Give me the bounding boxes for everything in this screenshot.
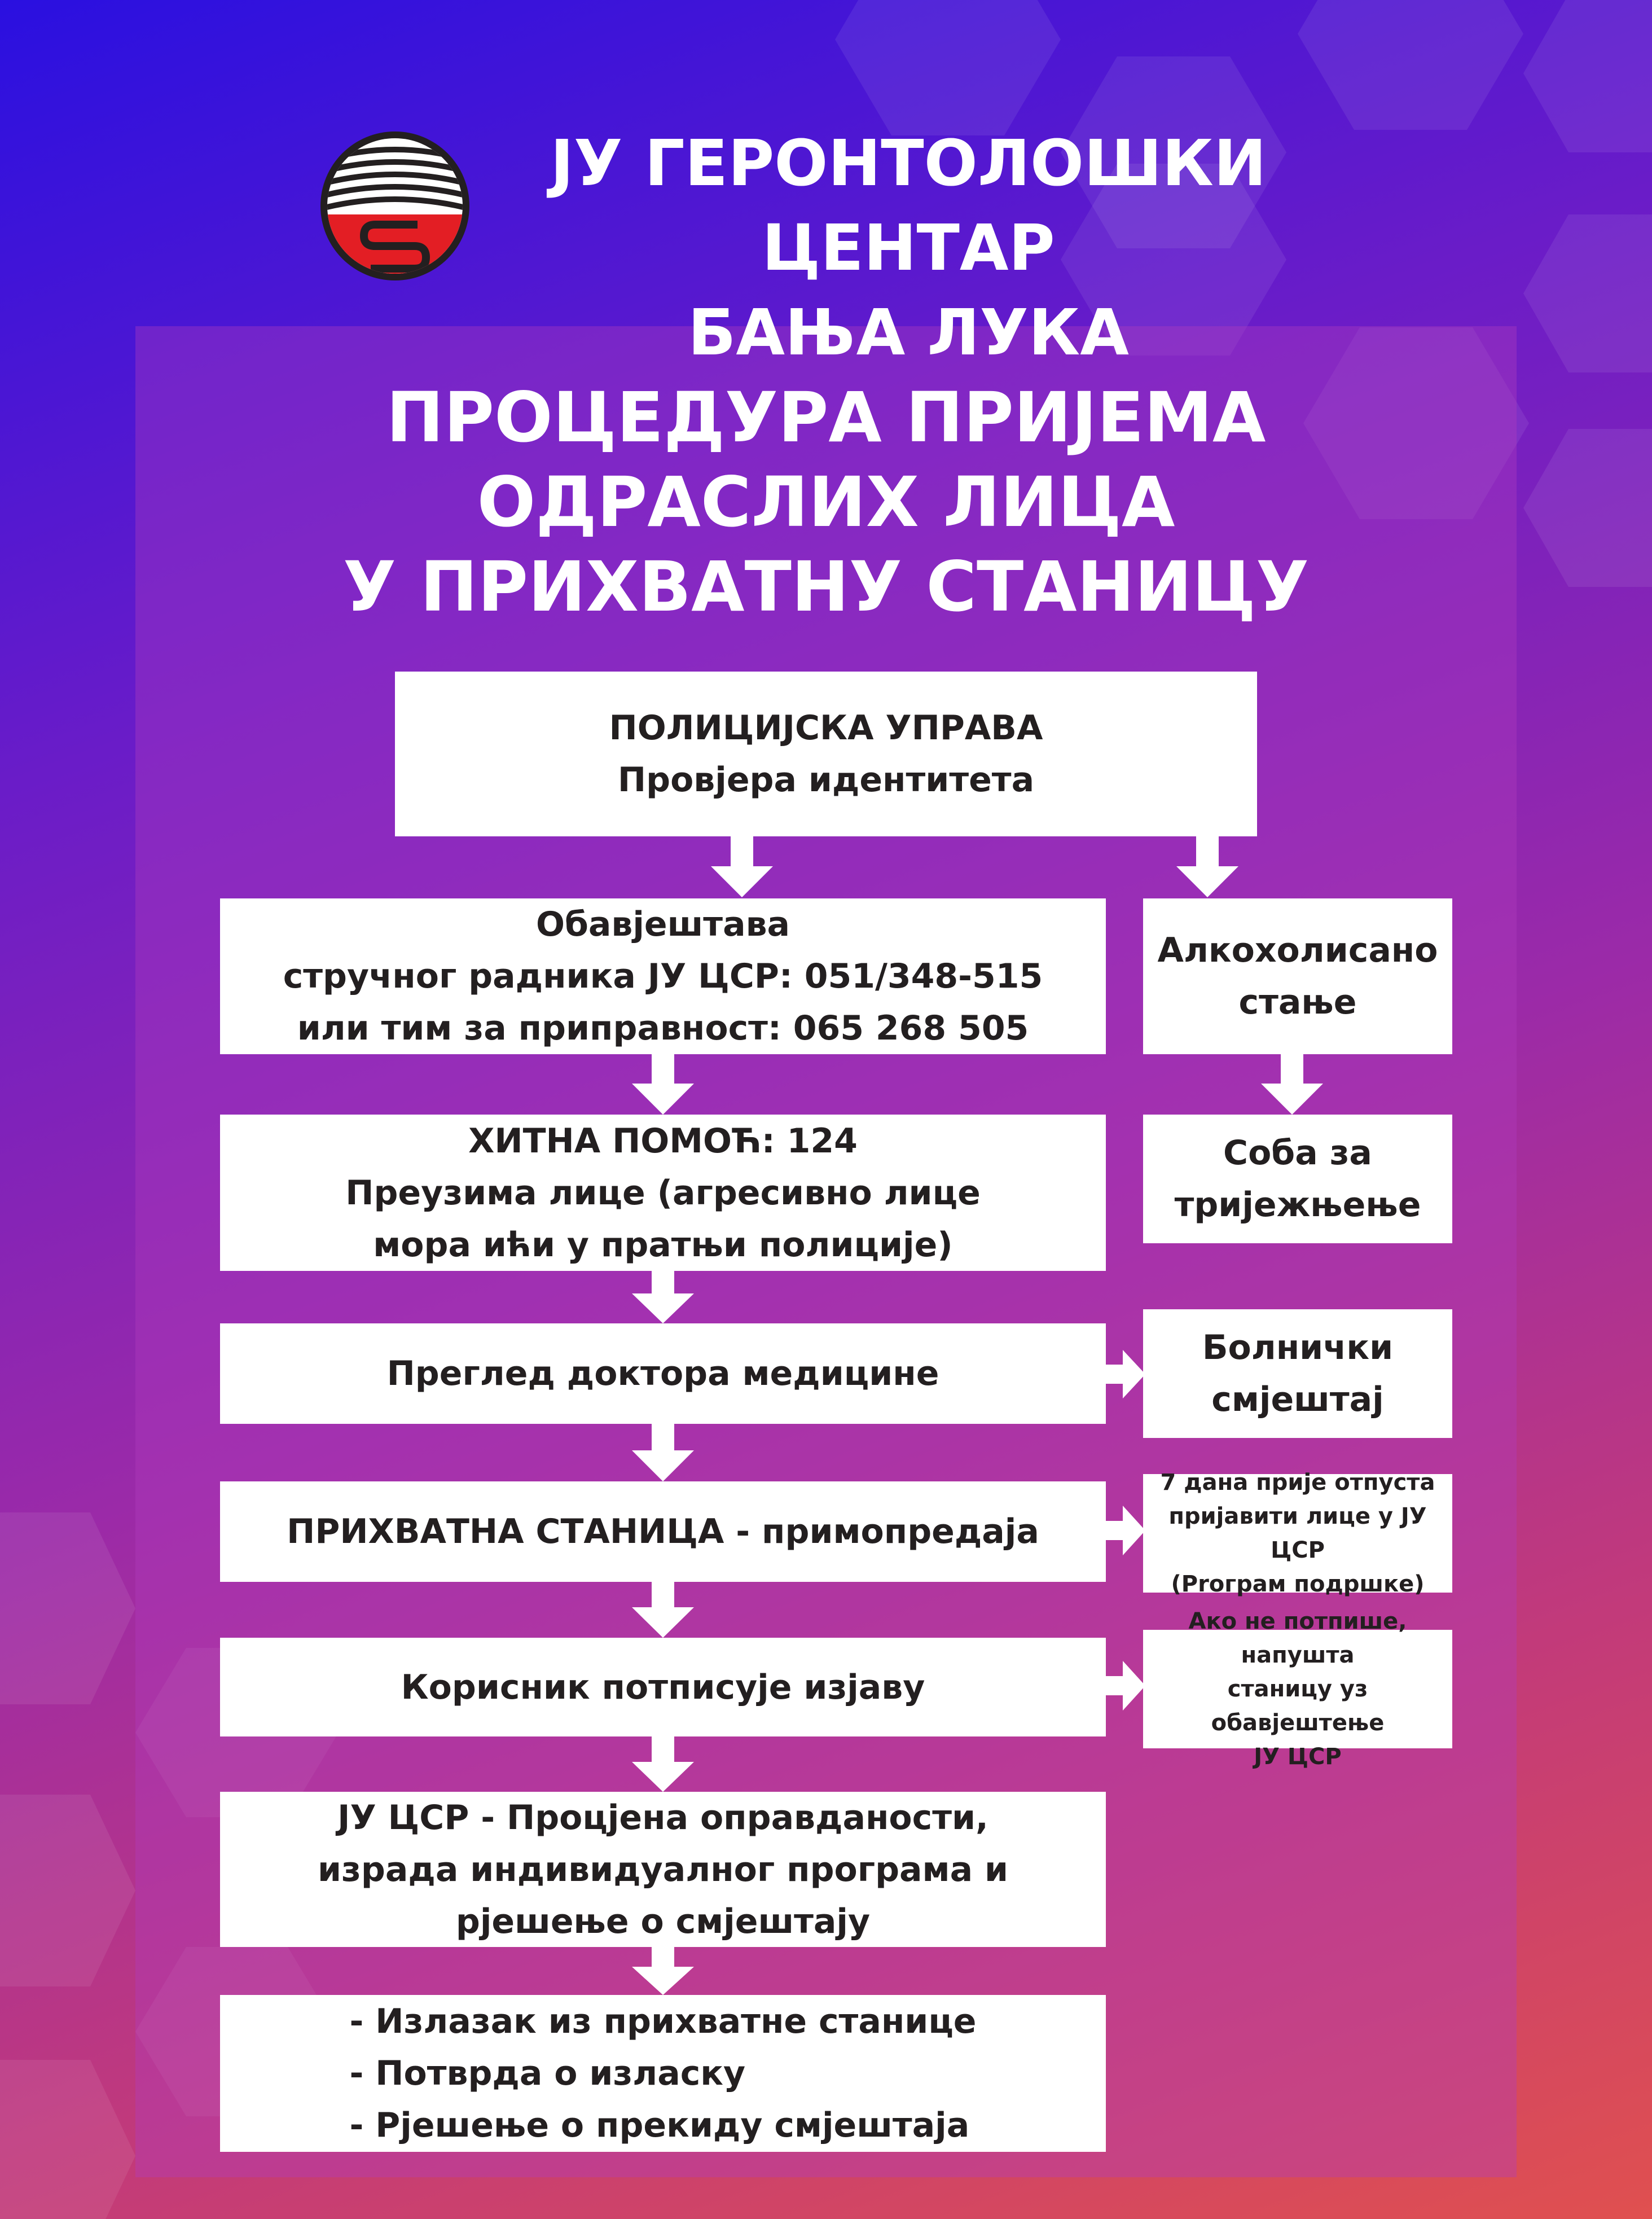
hexagon-decoration xyxy=(1523,214,1652,372)
assessment-box: ЈУ ЦСР - Процјена оправданости, израда и… xyxy=(220,1792,1106,1947)
notify-on-call-team-phone: или тим за приправност: 065 268 505 xyxy=(297,1008,1029,1048)
exit-line-3: - Рјешење о прекиду смјештаја xyxy=(349,2106,970,2145)
shelter-handover-box: ПРИХВАТНА СТАНИЦА - примопредаја xyxy=(220,1481,1106,1582)
sobering-line-2: тријежњење xyxy=(1174,1185,1421,1225)
sobering-room-box: Соба за тријежњење xyxy=(1143,1115,1452,1243)
notify-social-worker-phone: стручног радника ЈУ ЦСР: 051/348-515 xyxy=(283,957,1043,996)
sign-statement-label: Корисник потписује изјаву xyxy=(401,1667,925,1707)
ambulance-box: ХИТНА ПОМОЋ: 124 Преузима лице (агресивн… xyxy=(220,1115,1106,1271)
title-line-2: ОДРАСЛИХ ЛИЦА xyxy=(477,462,1175,542)
title-line-3: У ПРИХВАТНУ СТАНИЦУ xyxy=(342,547,1310,627)
arrow-down-icon xyxy=(632,1053,694,1115)
arrow-down-icon xyxy=(711,835,773,897)
not-signed-line-2: станицу уз обавјештење xyxy=(1211,1676,1385,1736)
gerontology-center-logo-icon xyxy=(320,131,469,280)
hexagon-decoration xyxy=(0,1512,135,1704)
sign-statement-box: Корисник потписује изјаву xyxy=(220,1638,1106,1736)
arrow-down-icon xyxy=(632,1736,694,1792)
ambulance-phone: ХИТНА ПОМОЋ: 124 xyxy=(468,1121,858,1161)
not-signed-line-3: ЈУ ЦСР xyxy=(1254,1744,1342,1770)
arrow-down-icon xyxy=(1176,835,1238,897)
hexagon-decoration xyxy=(1523,0,1652,152)
arrow-down-icon xyxy=(632,1423,694,1481)
exit-line-2: - Потврда о изласку xyxy=(349,2054,746,2093)
alcohol-state-box: Алкохолисано стање xyxy=(1143,898,1452,1054)
handover-label: ПРИХВАТНА СТАНИЦА - примопредаја xyxy=(287,1512,1039,1551)
hexagon-decoration xyxy=(0,2060,135,2219)
hospital-line-2: смјештај xyxy=(1211,1380,1384,1419)
sobering-line-1: Соба за xyxy=(1223,1133,1372,1173)
alcohol-line-1: Алкохолисано xyxy=(1157,931,1438,970)
hexagon-decoration xyxy=(1061,164,1286,356)
arrow-right-icon xyxy=(1106,1661,1145,1711)
doctor-exam-label: Преглед доктора медицине xyxy=(386,1354,939,1393)
not-signed-box: Ако не потпише, напушта станицу уз обавј… xyxy=(1143,1608,1452,1770)
hospital-line-1: Болнички xyxy=(1202,1328,1394,1367)
hexagon-decoration xyxy=(1523,429,1652,587)
organization-city: БАЊА ЛУКА xyxy=(688,296,1129,370)
exit-box: - Излазак из прихватне станице - Потврда… xyxy=(220,1995,1106,2152)
assessment-line-3: рјешење о смјештају xyxy=(455,1901,871,1941)
not-signed-line-1: Ако не потпише, напушта xyxy=(1188,1608,1407,1668)
page-title: ПРОЦЕДУРА ПРИЈЕМА ОДРАСЛИХ ЛИЦА У ПРИХВА… xyxy=(135,375,1517,629)
hexagon-decoration xyxy=(1298,0,1523,130)
doctor-exam-box: Преглед доктора медицине xyxy=(220,1323,1106,1424)
arrow-down-icon xyxy=(1261,1053,1323,1115)
police-title: ПОЛИЦИЈСКА УПРАВА xyxy=(609,708,1043,748)
hexagon-decoration xyxy=(1061,56,1286,248)
exit-line-1: - Излазак из прихватне станице xyxy=(349,2002,977,2041)
hexagon-decoration xyxy=(835,0,1061,135)
arrow-down-icon xyxy=(632,1946,694,1995)
report-line-2: пријавити лице у ЈУ ЦСР xyxy=(1168,1503,1427,1563)
organization-title: ЈУ ГЕРОНТОЛОШКИ ЦЕНТАР БАЊА ЛУКА xyxy=(485,121,1332,375)
arrow-down-icon xyxy=(632,1270,694,1323)
report-line-3: (Рrограм подршке) xyxy=(1171,1571,1425,1597)
police-subtitle: Провјера идентитета xyxy=(617,760,1035,800)
notify-title: Обавјештава xyxy=(535,905,790,944)
assessment-line-1: ЈУ ЦСР - Процјена оправданости, xyxy=(337,1797,988,1838)
arrow-right-icon xyxy=(1106,1506,1145,1555)
ambulance-line-2: Преузима лице (агресивно лице xyxy=(345,1173,981,1213)
assessment-line-2: израда индивидуалног програма и xyxy=(318,1849,1008,1889)
title-line-1: ПРОЦЕДУРА ПРИЈЕМА xyxy=(386,378,1266,458)
report-line-1: 7 дана прије отпуста xyxy=(1160,1470,1435,1496)
alcohol-line-2: стање xyxy=(1238,983,1357,1022)
organization-name: ЈУ ГЕРОНТОЛОШКИ ЦЕНТАР xyxy=(550,127,1267,285)
arrow-right-icon xyxy=(1106,1350,1145,1398)
hexagon-decoration xyxy=(1303,327,1529,519)
arrow-down-icon xyxy=(632,1581,694,1638)
ambulance-line-3: мора ићи у пратњи полиције) xyxy=(373,1225,953,1265)
hospital-box: Болнички смјештај xyxy=(1143,1309,1452,1438)
notify-social-worker-box: Обавјештава стручног радника ЈУ ЦСР: 051… xyxy=(220,898,1106,1054)
police-station-box: ПОЛИЦИЈСКА УПРАВА Провјера идентитета xyxy=(395,672,1257,836)
discharge-report-box: 7 дана прије отпуста пријавити лице у ЈУ… xyxy=(1143,1470,1452,1597)
hexagon-decoration xyxy=(0,1795,135,1986)
